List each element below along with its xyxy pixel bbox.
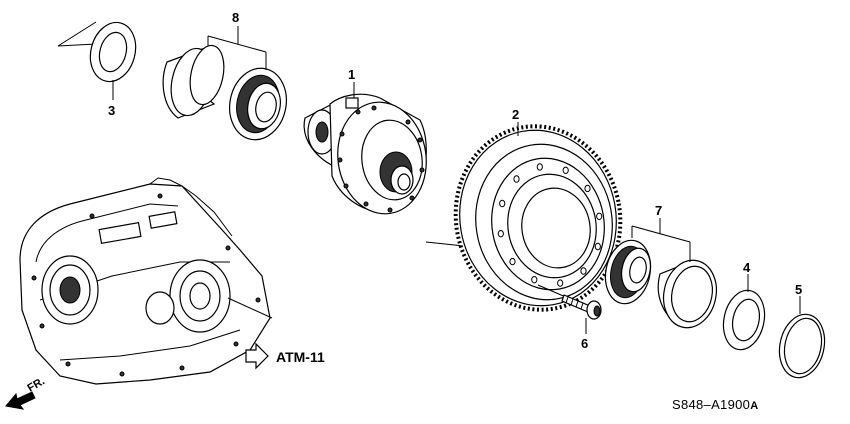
reference-atm-11[interactable]: ATM-11 [245, 342, 325, 370]
snap-ring-part-5[interactable] [774, 296, 830, 382]
bolt-hole [509, 257, 516, 266]
ring-gear-part-2[interactable] [425, 113, 635, 323]
callout-8: 8 [232, 10, 239, 25]
bearing-part-7[interactable] [600, 218, 723, 333]
callout-1: 1 [348, 67, 355, 82]
bolt-hole [584, 184, 591, 193]
callout-5: 5 [795, 282, 802, 297]
bolt-hole [536, 163, 543, 171]
bolt-hole [499, 199, 506, 208]
diagram-code: S848–A1900A [672, 397, 758, 412]
bolt-hole [557, 279, 564, 287]
washer-part-3[interactable] [57, 17, 142, 100]
front-marker: FR. [5, 375, 47, 410]
bolt-hole [594, 242, 601, 251]
callout-7: 7 [655, 203, 662, 218]
reference-arrow-icon [245, 342, 269, 370]
callout-6: 6 [581, 336, 588, 351]
bolt-hole [562, 166, 569, 175]
callout-3: 3 [108, 103, 115, 118]
reference-label: ATM-11 [276, 349, 325, 365]
bolt-hole [531, 276, 538, 284]
bolt-hole [497, 230, 504, 238]
callout-2: 2 [512, 107, 519, 122]
shim-part-4[interactable] [718, 274, 770, 354]
differential-carrier-part-1[interactable] [303, 82, 433, 220]
transmission-housing [19, 177, 273, 385]
bolt-hole [580, 267, 587, 275]
front-arrow-icon [5, 391, 36, 410]
bolt-hole [596, 212, 603, 221]
front-label: FR. [26, 375, 47, 394]
bolt-hole [513, 175, 520, 183]
callout-4: 4 [743, 260, 751, 275]
bolt-part-6[interactable] [537, 284, 602, 334]
bearing-part-8[interactable] [162, 26, 293, 145]
